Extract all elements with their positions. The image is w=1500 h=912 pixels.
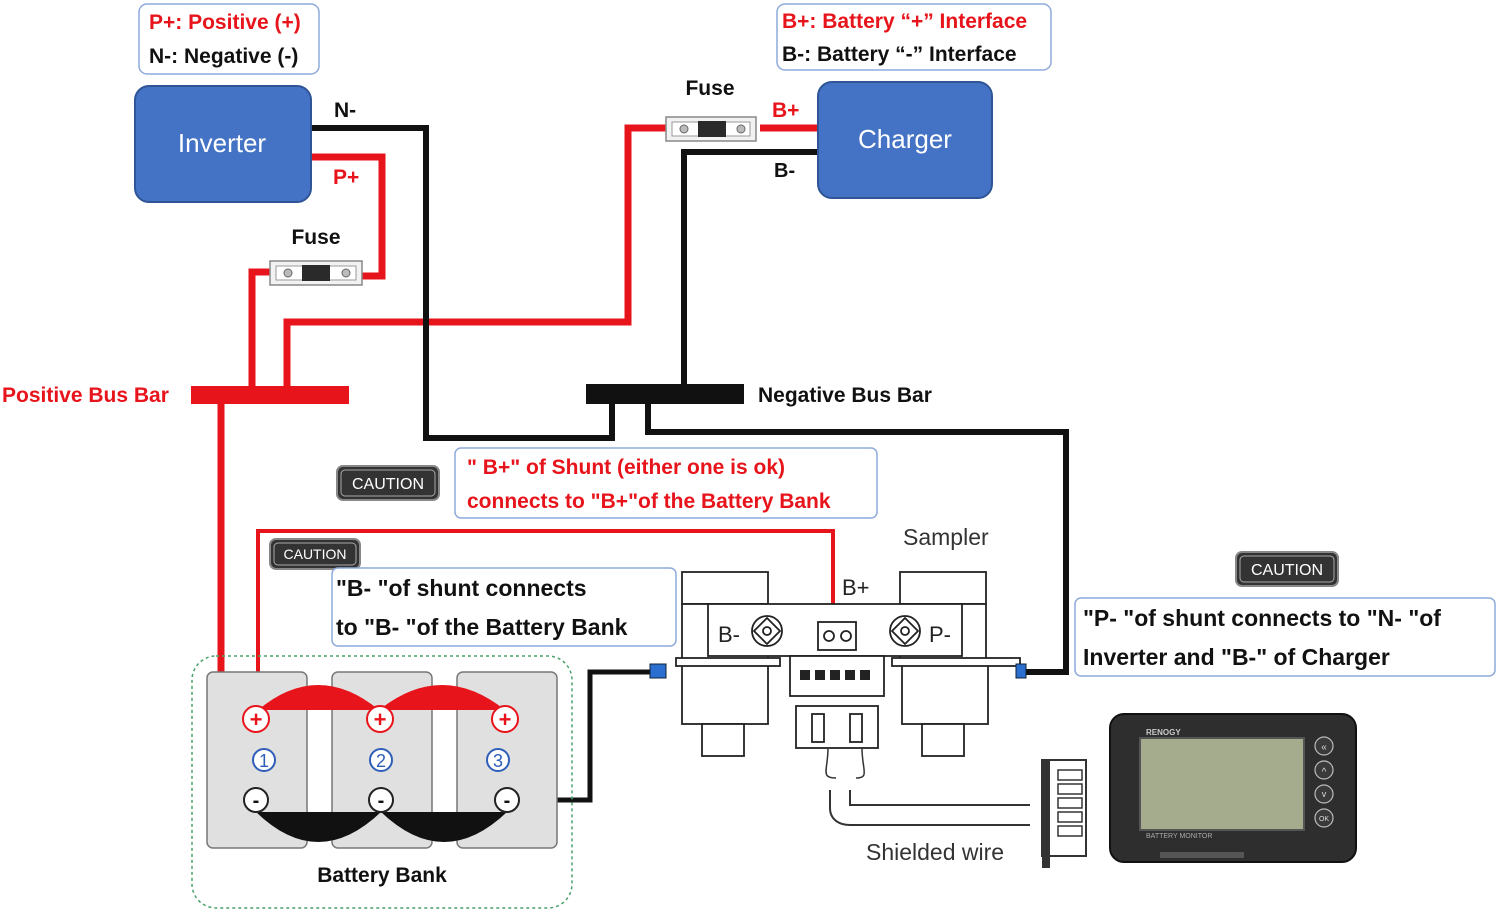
monitor-buttons xyxy=(1314,736,1334,828)
charger-label: Charger xyxy=(858,124,952,154)
inverter-box: Inverter xyxy=(134,85,312,203)
shunt-pminus-terminal xyxy=(1015,663,1027,679)
label-b-plus: B+ xyxy=(772,99,799,122)
caution-text-2: CAUTION xyxy=(284,546,347,562)
monitor-model: BATTERY MONITOR xyxy=(1146,833,1212,840)
legend-charger: B+: Battery “+” Interface B-: Battery “-… xyxy=(776,3,1052,71)
wire-fuse-to-positive-bus xyxy=(248,268,270,392)
callout-shunt-bminus-line1: "B- "of shunt connects xyxy=(336,575,587,601)
caution-badge-1: CAUTION xyxy=(336,465,440,501)
legend-charger-line2: B-: Battery “-” Interface xyxy=(782,43,1017,66)
label-p-plus: P+ xyxy=(333,166,359,189)
callout-shunt-bplus: " B+" of Shunt (either one is ok) connec… xyxy=(454,447,878,519)
negative-bus-bar xyxy=(586,384,744,404)
label-shielded-wire: Shielded wire xyxy=(866,839,1004,865)
wire-inverter-p-plus xyxy=(312,153,386,280)
legend-inverter-line1: P+: Positive (+) xyxy=(149,11,301,34)
wire-inverter-n-minus xyxy=(312,125,615,441)
battery-terminals: + + + 1 2 3 - - - xyxy=(242,705,520,813)
callout-shunt-bminus: "B- "of shunt connects to "B- "of the Ba… xyxy=(331,567,677,647)
shielded-wire xyxy=(825,747,1087,868)
label-negative-bus-bar: Negative Bus Bar xyxy=(758,384,932,407)
label-b-minus: B- xyxy=(774,160,795,182)
shunt-sampler xyxy=(675,571,1021,757)
caution-badge-3: CAUTION xyxy=(1235,551,1339,587)
callout-shunt-bminus-line2: to "B- "of the Battery Bank xyxy=(336,614,628,640)
shunt-label-b-plus: B+ xyxy=(842,575,870,600)
battery-2-minus: - xyxy=(378,790,385,812)
label-fuse-top: Fuse xyxy=(685,77,734,100)
label-battery-bank: Battery Bank xyxy=(317,864,447,887)
shunt-bminus-terminal xyxy=(649,663,667,679)
monitor-brand: RENOGY xyxy=(1146,728,1181,737)
battery-3-number: 3 xyxy=(493,751,503,771)
battery-jumpers xyxy=(256,685,507,842)
battery-bank-outline xyxy=(191,655,573,909)
monitor-button-down: v xyxy=(1322,789,1327,799)
legend-charger-line1: B+: Battery “+” Interface xyxy=(782,10,1027,33)
shunt-label-p-minus: P- xyxy=(929,622,951,647)
battery-1-plus: + xyxy=(250,707,263,732)
wire-charger-b-minus xyxy=(681,149,818,392)
callout-shunt-bplus-line2: connects to "B+"of the Battery Bank xyxy=(467,490,831,513)
positive-bus-bar xyxy=(191,386,349,404)
battery-1-number: 1 xyxy=(259,751,269,771)
monitor-button-up: ^ xyxy=(1322,767,1327,778)
caution-text-1: CAUTION xyxy=(352,476,424,493)
charger-box: Charger xyxy=(817,81,993,199)
fuse-top xyxy=(665,116,757,142)
fuse-left xyxy=(269,260,363,286)
legend-inverter: P+: Positive (+) N-: Negative (-) xyxy=(138,3,320,75)
battery-monitor: RENOGY BATTERY MONITOR « ^ v OK xyxy=(1109,713,1357,863)
battery-1-minus: - xyxy=(253,790,260,812)
battery-2-plus: + xyxy=(374,707,387,732)
shunt-label-b-minus: B- xyxy=(718,622,740,647)
wire-top-fuse-to-positive-bus xyxy=(283,124,666,392)
callout-shunt-pminus-line2: Inverter and "B-" of Charger xyxy=(1083,644,1390,670)
label-fuse-left: Fuse xyxy=(291,226,340,249)
label-n-minus: N- xyxy=(334,99,356,122)
battery-3-plus: + xyxy=(499,707,512,732)
wire-shunt-bplus-to-battery xyxy=(256,529,835,708)
label-sampler: Sampler xyxy=(903,524,989,550)
monitor-button-back: « xyxy=(1321,742,1327,753)
monitor-button-ok: OK xyxy=(1319,816,1329,823)
wire-positive-bus-to-battery xyxy=(217,400,245,722)
wire-negative-bus-to-shunt-pminus xyxy=(645,402,1069,675)
label-positive-bus-bar: Positive Bus Bar xyxy=(2,384,169,407)
callout-shunt-pminus: "P- "of shunt connects to "N- "of Invert… xyxy=(1074,597,1496,677)
inverter-label: Inverter xyxy=(178,128,266,158)
legend-inverter-line2: N-: Negative (-) xyxy=(149,45,298,68)
callout-shunt-pminus-line1: "P- "of shunt connects to "N- "of xyxy=(1083,605,1441,631)
battery-3-minus: - xyxy=(504,790,511,812)
battery-2-number: 2 xyxy=(376,751,386,771)
callout-shunt-bplus-line1: " B+" of Shunt (either one is ok) xyxy=(467,456,785,479)
caution-badge-2: CAUTION xyxy=(269,538,361,570)
caution-text-3: CAUTION xyxy=(1251,562,1323,579)
